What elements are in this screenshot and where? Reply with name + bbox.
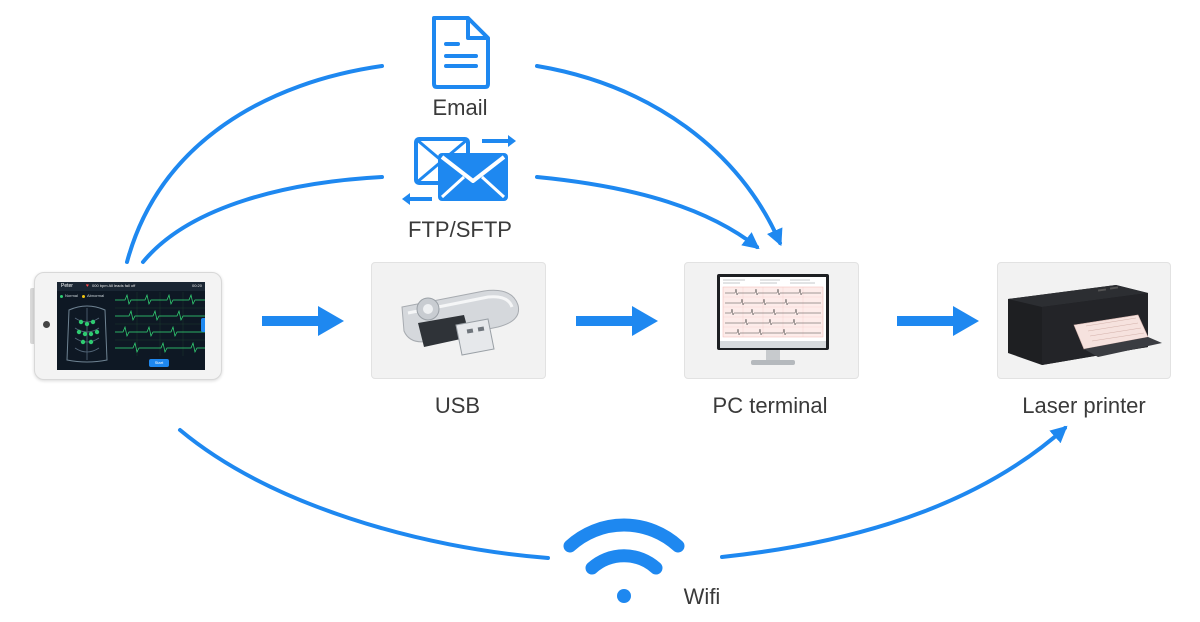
usb-label: USB: [434, 393, 481, 418]
screen-status: 000 bpm All leads fall off: [92, 283, 136, 288]
envelope-transfer-icon: [402, 135, 516, 205]
arrow-device-to-usb: [262, 306, 344, 336]
heart-icon: ♥: [86, 283, 89, 289]
laser-printer-image: [1008, 285, 1162, 365]
usb-card: [371, 262, 546, 379]
screen-topbar: [57, 282, 205, 291]
start-button-label: Start: [154, 360, 164, 365]
arrow-usb-to-pc: [576, 306, 658, 336]
pc-monitor-image: [717, 274, 829, 365]
printer-label: Laser printer: [1022, 393, 1146, 418]
ftp-label: FTP/SFTP: [408, 217, 512, 242]
legend-normal: Normal: [65, 293, 78, 298]
wifi-label: Wifi: [683, 584, 721, 609]
legend-abnormal-dot: [82, 295, 85, 298]
side-handle[interactable]: [201, 318, 205, 332]
wifi-curve-left: [178, 428, 550, 560]
email-label: Email: [432, 95, 488, 120]
device-side-button: [30, 288, 36, 344]
email-curve-left: [125, 64, 384, 264]
pc-label: PC terminal: [712, 393, 828, 418]
device-camera: [43, 321, 50, 328]
wifi-icon: [563, 518, 685, 603]
pc-card: [684, 262, 859, 379]
legend-abnormal: Abnormal: [87, 293, 105, 298]
document-icon: [432, 16, 490, 89]
ecg-waveform: [115, 292, 205, 356]
ecg-device: Peter ♥ 000 bpm All leads fall off 00:20…: [30, 272, 222, 380]
legend-normal-dot: [60, 295, 63, 298]
screen-time: 00:20: [191, 283, 202, 288]
torso-diagram: [66, 305, 108, 363]
printer-card: [997, 262, 1171, 379]
wifi-curve-right: [720, 425, 1068, 559]
ftp-curve-right: [535, 175, 760, 250]
device-screen: Peter ♥ 000 bpm All leads fall off 00:20…: [57, 282, 205, 370]
usb-drive-image: [401, 289, 520, 356]
screen-patient: Peter: [61, 283, 73, 289]
email-curve-right: [535, 64, 783, 247]
ftp-curve-left: [141, 175, 384, 264]
start-button[interactable]: Start: [149, 359, 169, 367]
arrow-pc-to-printer: [897, 306, 979, 336]
